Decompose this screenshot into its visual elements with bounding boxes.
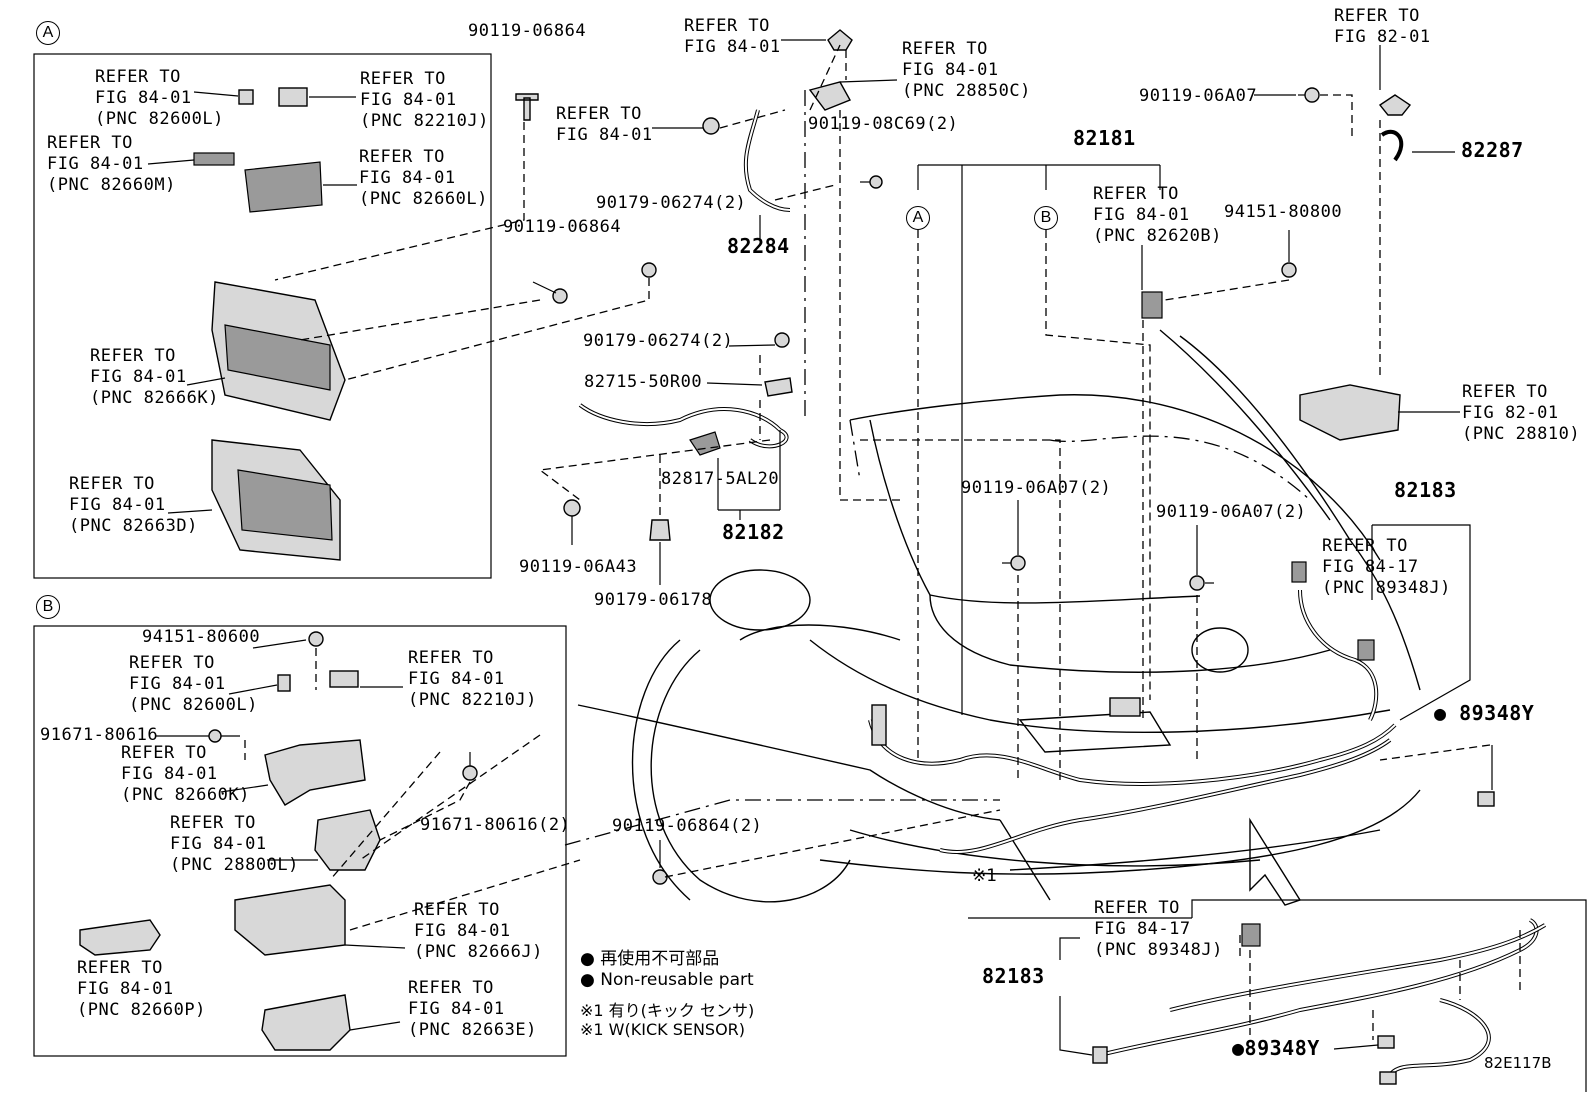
part-90119-06a07-2a: 90119-06A07(2) — [961, 478, 1112, 498]
part-82182: 82182 — [722, 520, 785, 544]
callout-b-top: B — [36, 595, 60, 619]
inset-mark: ※1 — [972, 866, 998, 886]
part-82287: 82287 — [1461, 138, 1524, 162]
legend-nonreusable-en: ● Non-reusable part — [580, 970, 754, 990]
right-parts — [1002, 87, 1495, 807]
part-90119-06864-mid: 90119-06864 — [503, 217, 622, 237]
inset-frame-lines — [968, 899, 1587, 1092]
box-b-frame — [33, 625, 567, 1057]
part-89348y: ● 89348Y — [1434, 701, 1535, 725]
box-a-parts — [193, 87, 657, 561]
part-82817-5al20: 82817-5AL20 — [661, 469, 780, 489]
part-94151-80800: 94151-80800 — [1224, 202, 1343, 222]
box-a-frame — [33, 53, 492, 579]
part-90179-06178: 90179-06178 — [594, 590, 713, 610]
box-b-part-91671-80616: 91671-80616 — [40, 725, 159, 745]
box-b-parts — [79, 631, 478, 1051]
part-82284: 82284 — [727, 234, 790, 258]
callout-a-top: A — [36, 21, 60, 45]
part-90119-06a43: 90119-06A43 — [519, 557, 638, 577]
part-90119-06a07: 90119-06A07 — [1139, 86, 1258, 106]
inset-frame — [967, 901, 1589, 1093]
figure-code: 82E117B — [1484, 1054, 1552, 1072]
inset-part-82183: 82183 — [982, 964, 1045, 988]
part-90179-06274-2b: 90179-06274(2) — [583, 331, 734, 351]
car-harness — [868, 589, 1397, 854]
box-b-part-94151-80600: 94151-80600 — [142, 627, 261, 647]
callout-b-car: B — [1034, 206, 1058, 230]
part-90119-06864-top: 90119-06864 — [468, 21, 587, 41]
phantom-lines — [564, 90, 1311, 846]
part-90179-06274-2a: 90179-06274(2) — [596, 193, 747, 213]
part-82183: 82183 — [1394, 478, 1457, 502]
legend-kick-en: ※1 W(KICK SENSOR) — [580, 1020, 746, 1039]
part-90119-08c69-2: 90119-08C69(2) — [808, 114, 959, 134]
leader-lines — [147, 39, 1493, 1056]
legend-kick-jp: ※1 有り(キック センサ) — [580, 1001, 755, 1020]
car-body-outline — [577, 329, 1421, 906]
legend-nonreusable-jp: ● 再使用不可部品 — [580, 949, 720, 969]
inset-harness — [1092, 918, 1547, 1085]
part-82181: 82181 — [1073, 126, 1136, 150]
inset-part-89348y: ●89348Y — [1232, 1036, 1320, 1060]
part-90119-06864-2: 90119-06864(2) — [612, 816, 763, 836]
box-b-part-91671-80616-2: 91671-80616(2) — [420, 815, 571, 835]
part-82715-50r00: 82715-50R00 — [584, 372, 703, 392]
callout-a-car: A — [906, 206, 930, 230]
part-90119-06a07-2b: 90119-06A07(2) — [1156, 502, 1307, 522]
center-parts — [563, 29, 883, 885]
